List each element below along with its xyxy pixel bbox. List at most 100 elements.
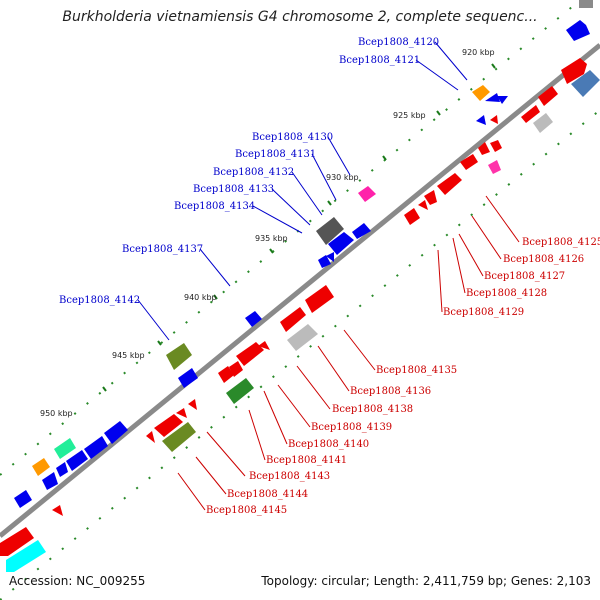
gene-arrow xyxy=(52,505,63,516)
gene-arrow xyxy=(188,399,197,410)
gene-label: Bcep1808_4130 xyxy=(252,132,333,143)
gene-label: Bcep1808_4120 xyxy=(358,37,439,48)
tick-mark xyxy=(157,340,162,346)
forward-gene-labels: Bcep1808_4120 Bcep1808_4121 Bcep1808_413… xyxy=(59,37,439,306)
gene-arrow xyxy=(84,436,108,459)
gene-arrow xyxy=(56,462,68,477)
gene-arrow xyxy=(490,140,502,152)
gene-arrow xyxy=(162,422,196,452)
reverse-leaders xyxy=(177,195,520,511)
gene-arrow xyxy=(305,285,334,313)
gene-arrow xyxy=(488,160,501,174)
gene-arrow xyxy=(176,408,187,418)
tick-mark xyxy=(213,294,218,300)
gene-arrow xyxy=(6,540,46,572)
gene-arrow xyxy=(418,200,428,210)
gene-arrow xyxy=(66,450,88,471)
tick-label: 950 kbp xyxy=(40,409,73,418)
chromosome-backbone xyxy=(0,43,600,538)
gene-arrow xyxy=(497,96,508,104)
gene-arrow xyxy=(318,255,331,268)
gene-arrow xyxy=(42,472,58,490)
topology-text: Topology: circular; Length: 2,411,759 bp… xyxy=(261,574,591,588)
gene-arrow xyxy=(178,368,198,388)
gene-arrow xyxy=(54,438,76,459)
gene-arrow xyxy=(478,142,490,155)
gene-arrow xyxy=(404,208,420,225)
tick-label: 940 kbp xyxy=(184,293,217,302)
tick-labels: 920 kbp 925 kbp 930 kbp 935 kbp 940 kbp … xyxy=(40,48,495,418)
gene-arrow xyxy=(476,115,486,125)
gene-label: Bcep1808_4136 xyxy=(350,386,431,397)
accession-text: Accession: NC_009255 xyxy=(9,574,146,588)
gene-box xyxy=(579,0,593,8)
gene-label: Bcep1808_4131 xyxy=(235,149,316,160)
tick-label: 935 kbp xyxy=(255,234,288,243)
gene-label: Bcep1808_4121 xyxy=(339,55,420,66)
gene-arrow xyxy=(0,527,34,556)
gene-arrow xyxy=(166,343,192,370)
gene-arrow xyxy=(229,361,243,377)
gene-label: Bcep1808_4143 xyxy=(249,471,330,482)
tick-mark xyxy=(327,200,332,206)
tick-label: 925 kbp xyxy=(393,111,426,120)
gene-label: Bcep1808_4145 xyxy=(206,505,287,516)
gene-label: Bcep1808_4137 xyxy=(122,244,203,255)
gene-label: Bcep1808_4132 xyxy=(213,167,294,178)
forward-leaders xyxy=(137,41,468,341)
gene-arrow xyxy=(104,421,128,444)
tick-mark xyxy=(269,248,274,254)
gene-arrow xyxy=(146,431,155,443)
tick-mark xyxy=(436,110,441,116)
gene-features xyxy=(0,0,600,572)
gene-arrow xyxy=(561,58,587,84)
gene-label: Bcep1808_4144 xyxy=(227,489,308,500)
reverse-gene-labels: Bcep1808_4125 Bcep1808_4126 Bcep1808_412… xyxy=(206,237,600,516)
gene-arrow xyxy=(472,85,490,101)
gene-label: Bcep1808_4138 xyxy=(332,404,413,415)
gene-arrow xyxy=(352,223,371,239)
tick-mark xyxy=(102,386,107,392)
gene-arrow xyxy=(258,341,270,350)
gene-arrow xyxy=(358,186,376,202)
gene-arrow xyxy=(533,113,553,133)
gene-arrow xyxy=(460,154,478,170)
gene-arrow xyxy=(154,414,183,437)
gene-arrow xyxy=(226,378,254,404)
gene-arrow xyxy=(571,70,600,97)
tick-marks xyxy=(102,63,496,392)
gene-arrow xyxy=(14,490,32,508)
tick-mark xyxy=(491,63,496,69)
gene-arrow xyxy=(566,20,590,41)
gene-label: Bcep1808_4125 xyxy=(522,237,600,248)
gene-label: Bcep1808_4134 xyxy=(174,201,255,212)
gene-arrow xyxy=(521,105,540,123)
gene-label: Bcep1808_4139 xyxy=(311,422,392,433)
gene-label: Bcep1808_4142 xyxy=(59,295,140,306)
gene-label: Bcep1808_4127 xyxy=(484,271,565,282)
gene-arrow xyxy=(32,458,50,476)
tick-label: 930 kbp xyxy=(326,173,359,182)
gene-label: Bcep1808_4140 xyxy=(288,439,369,450)
gene-arrow xyxy=(490,115,498,124)
tick-label: 945 kbp xyxy=(112,351,145,360)
gene-label: Bcep1808_4141 xyxy=(266,455,347,466)
tick-label: 920 kbp xyxy=(462,48,495,57)
gene-arrow xyxy=(485,93,500,102)
gene-label: Bcep1808_4135 xyxy=(376,365,457,376)
gene-arrow xyxy=(236,342,264,366)
gene-arrow xyxy=(538,86,558,106)
gene-arrow xyxy=(424,190,437,205)
gene-label: Bcep1808_4133 xyxy=(193,184,274,195)
gene-arrow xyxy=(326,252,334,262)
gene-label: Bcep1808_4129 xyxy=(443,307,524,318)
tick-mark xyxy=(382,155,387,161)
gene-label: Bcep1808_4126 xyxy=(503,254,584,265)
gene-arrow xyxy=(218,366,234,383)
gene-arrow xyxy=(316,217,344,245)
gene-label: Bcep1808_4128 xyxy=(466,288,547,299)
gene-arrow xyxy=(437,173,462,195)
